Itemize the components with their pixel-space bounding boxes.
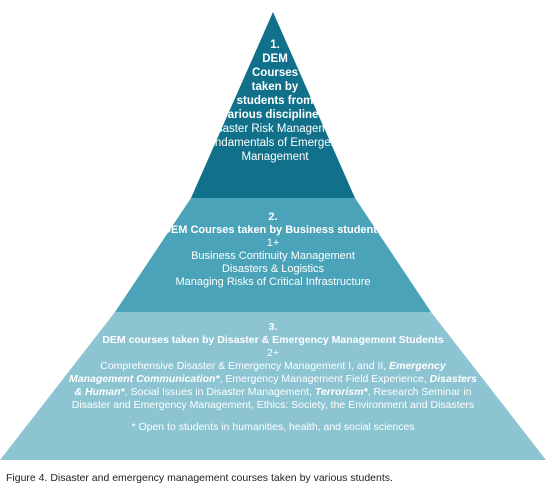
tier-2-number: 2. [268,211,278,223]
tier-3-starred-course: & Human* [74,386,125,398]
tier-1-title-line: Courses [251,67,299,79]
tier-3-course-line: Disaster and Emergency Management, Ethic… [71,399,475,411]
tier-1-apex [191,12,355,198]
tier-3-footnote: * Open to students in humanities, health… [131,421,415,433]
tier-3-text: 3. DEM courses taken by Disaster & Emerg… [14,321,532,434]
spacer [14,412,532,421]
tier-1-text: 1. DEM Courses taken by students from va… [180,38,370,164]
tier-1-title-line: students from [236,95,314,107]
tier-3-text-segment: , Social Issues in Disaster Management, [124,386,315,398]
tier-2-text: 2. DEM Courses taken by Business student… [120,211,426,289]
tier-3-title: DEM courses taken by Disaster & Emergenc… [102,334,444,346]
tier-1-course: Fundamentals of Emergency [201,137,349,149]
tier-1-course: Management [241,151,309,163]
tier-3-starred-course: Emergency [389,360,446,372]
tier-3-number: 3. [268,321,278,333]
tier-1-title-line: various disciplines: [221,109,329,121]
tier-3-text-segment: Comprehensive Disaster & Emergency Manag… [100,360,390,372]
tier-3-starred-course: Management Communication* [69,373,220,385]
tier-1-title-line: taken by [251,81,299,93]
tier-2-course: Managing Risks of Critical Infrastructur… [175,276,371,288]
tier-2-band [115,198,431,312]
tier-3-starred-course: Terrorism* [314,386,368,398]
tier-2-plus: 1+ [266,237,280,249]
figure-caption: Figure 4. Disaster and emergency managem… [6,472,393,484]
tier-3-starred-course: Disasters [429,373,477,385]
tier-1-course: Disaster Risk Management [205,123,345,135]
pyramid-diagram [0,12,546,460]
tier-3-band [0,312,546,460]
tier-3-course-line: Comprehensive Disaster & Emergency Manag… [14,360,532,373]
tier-2-course: Business Continuity Management [191,250,355,262]
tier-1-title-line: DEM [262,53,288,65]
tier-1-number: 1. [270,39,280,51]
tier-3-course-line: Management Communication*, Emergency Man… [14,373,532,386]
tier-3-text-segment: , Research Seminar in [367,386,472,398]
tier-2-course: Disasters & Logistics [221,263,325,275]
tier-3-plus: 2+ [267,347,279,359]
tier-3-course-line: & Human*, Social Issues in Disaster Mana… [14,386,532,399]
tier-3-text-segment: , Emergency Management Field Experience, [219,373,430,385]
tier-2-title: DEM Courses taken by Business students [162,224,384,236]
